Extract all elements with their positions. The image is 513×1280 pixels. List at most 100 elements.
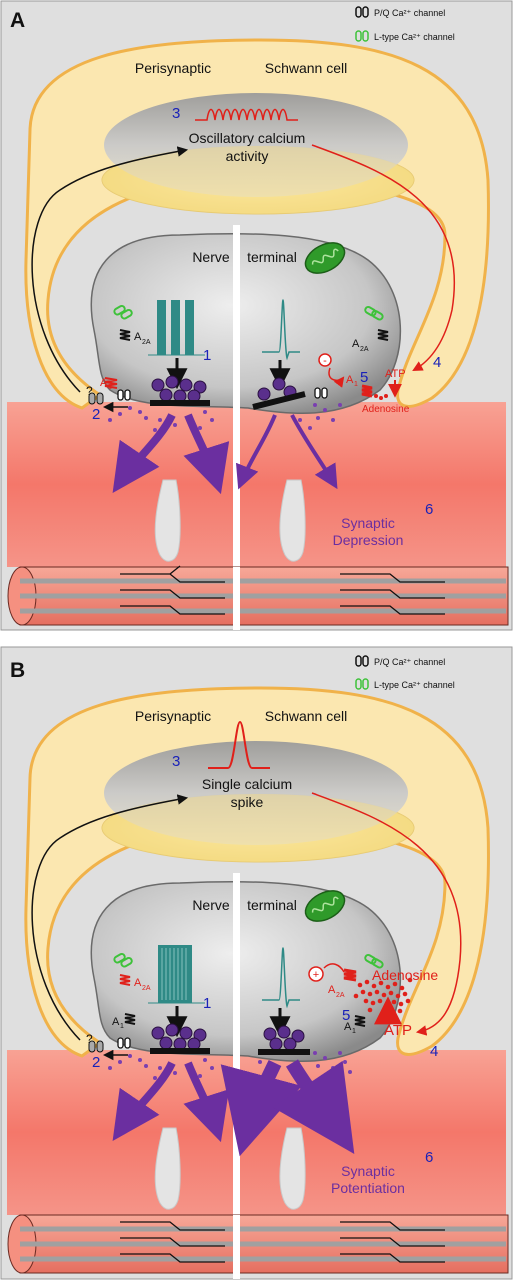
l-type-channel-left bbox=[113, 305, 133, 320]
legend-pq-label: P/Q Ca²⁺ channel bbox=[374, 8, 445, 18]
number-3-b: 3 bbox=[172, 753, 180, 770]
a1-receptor-left bbox=[104, 377, 118, 389]
a1-receptor-left-b bbox=[124, 1013, 136, 1025]
number-6-b: 6 bbox=[425, 1149, 433, 1166]
a1-label-right-b: A bbox=[344, 1021, 352, 1033]
muscle-fibril-b bbox=[7, 1214, 509, 1274]
potentiation-sign: + bbox=[313, 969, 319, 981]
outcome-line1-b: Synaptic bbox=[341, 1163, 395, 1179]
schwann-nucleus-b bbox=[104, 741, 408, 845]
a2a-receptor-right-b bbox=[343, 968, 357, 982]
atp-label-b: ATP bbox=[384, 1022, 412, 1039]
pq-channel-icon-b bbox=[355, 655, 369, 667]
a1-sub-right-b: 1 bbox=[352, 1028, 356, 1035]
oscillation-trace bbox=[195, 108, 298, 121]
mitochondria-icon-b bbox=[304, 890, 346, 922]
nerve-label-right-b: terminal bbox=[247, 897, 297, 913]
muscle-fibril bbox=[7, 565, 509, 626]
vesicles-right-b bbox=[263, 1025, 305, 1051]
release-arrow-purple-left-b bbox=[112, 1061, 176, 1141]
adenosine-label-b: Adenosine bbox=[372, 967, 438, 983]
release-arrow-purple-right bbox=[235, 414, 277, 490]
number-5-b: 5 bbox=[342, 1007, 350, 1024]
inhibition-sign: - bbox=[323, 355, 327, 367]
a2a-sub-left: 2A bbox=[142, 339, 151, 346]
muscle-fiber-b bbox=[7, 1050, 506, 1215]
pq-channel-left-b bbox=[117, 1037, 131, 1049]
junctional-fold-right bbox=[279, 479, 306, 562]
number-2-b: 2 bbox=[92, 1054, 100, 1071]
panel-b-letter: B bbox=[10, 659, 25, 682]
calcium-label-line2-b: spike bbox=[231, 794, 264, 810]
legend-pq-label-b: P/Q Ca²⁺ channel bbox=[374, 657, 445, 667]
number-3: 3 bbox=[172, 105, 180, 122]
release-arrow-purple-left2 bbox=[183, 413, 230, 495]
legend-a: P/Q Ca²⁺ channel L-type Ca²⁺ channel bbox=[355, 6, 455, 42]
divider-line bbox=[233, 225, 240, 630]
pq-channel-icon bbox=[355, 6, 369, 18]
l-type-channel-right bbox=[364, 306, 384, 321]
a2a-sub-right-b: 2A bbox=[336, 992, 345, 999]
neurotransmitter-left-b bbox=[108, 1054, 214, 1080]
question-mark-b: ? bbox=[86, 1032, 93, 1046]
neurotransmitter-right bbox=[298, 403, 342, 430]
legend-b: P/Q Ca²⁺ channel L-type Ca²⁺ channel bbox=[355, 655, 455, 690]
l-type-channel-left-b bbox=[113, 953, 133, 968]
adenosine-label: Adenosine bbox=[362, 404, 410, 415]
junctional-fold-left-b bbox=[154, 1127, 181, 1210]
number-4-b: 4 bbox=[430, 1043, 438, 1060]
a1-label-right: A bbox=[346, 374, 354, 386]
pq-channel-left bbox=[117, 389, 131, 401]
junctional-fold-left bbox=[154, 479, 181, 562]
a2a-sub-left-b: 2A bbox=[142, 985, 151, 992]
pq-channel-right bbox=[314, 387, 328, 399]
release-arrow-purple-right2-b bbox=[272, 1059, 355, 1154]
release-arrow-purple-right-b bbox=[220, 1059, 302, 1157]
action-potential-burst-icon bbox=[148, 945, 205, 1004]
schwann-label-left: Perisynaptic bbox=[135, 60, 211, 76]
feedback-arrow-black-b bbox=[31, 794, 189, 1041]
release-arrow-purple-left bbox=[112, 413, 176, 493]
calcium-label-line1-b: Single calcium bbox=[202, 776, 292, 792]
a1-sub-left-b: 1 bbox=[120, 1023, 124, 1030]
inhibition-icon bbox=[318, 353, 332, 367]
panel-a: A P/Q Ca²⁺ channel L-type Ca²⁺ channel bbox=[0, 0, 513, 631]
action-potential-train-icon bbox=[148, 300, 205, 356]
nerve-label-right: terminal bbox=[247, 249, 297, 265]
a2a-label-right: A bbox=[352, 338, 360, 350]
atp-label: ATP bbox=[385, 368, 406, 380]
calcium-label-line2: activity bbox=[226, 148, 269, 164]
release-arrow-purple-right2 bbox=[290, 414, 338, 490]
number-4: 4 bbox=[433, 354, 441, 371]
l-type-channel-right-b bbox=[364, 954, 384, 969]
potentiation-icon bbox=[308, 966, 324, 982]
single-spike-trace bbox=[208, 720, 270, 769]
a2a-receptor-left-b bbox=[119, 974, 131, 986]
legend-l-type-label: L-type Ca²⁺ channel bbox=[374, 32, 455, 42]
feedback-arrow-red-b bbox=[311, 792, 462, 1036]
feedback-arrow-black bbox=[31, 146, 189, 393]
adenosine-dots bbox=[374, 394, 388, 400]
inhibition-arrow bbox=[328, 367, 345, 388]
legend-l-type-label-b: L-type Ca²⁺ channel bbox=[374, 680, 455, 690]
a1-receptor-right bbox=[361, 384, 373, 398]
a2a-label-left-b: A bbox=[134, 977, 142, 989]
a1-label-left-b: A bbox=[112, 1016, 120, 1028]
schwann-label-right: Schwann cell bbox=[265, 60, 348, 76]
vesicles-left bbox=[151, 375, 207, 403]
receptor-channel-2 bbox=[88, 392, 104, 405]
single-spike-icon bbox=[262, 299, 300, 361]
receptor-channel-2-b bbox=[88, 1040, 104, 1053]
number-1: 1 bbox=[203, 347, 211, 364]
a2a-receptor-right bbox=[377, 329, 389, 341]
release-arrow-purple-left2-b bbox=[183, 1061, 230, 1143]
panel-b: B P/Q Ca²⁺ channel L-type Ca²⁺ channel P… bbox=[0, 646, 513, 1280]
l-type-channel-icon-b bbox=[355, 678, 369, 690]
potentiation-arrow bbox=[323, 963, 345, 973]
nerve-label-left-b: Nerve bbox=[192, 897, 230, 913]
muscle-fiber bbox=[7, 402, 506, 567]
calcium-label-line1: Oscillatory calcium bbox=[189, 130, 306, 146]
outcome-line2-b: Potentiation bbox=[331, 1180, 405, 1196]
vesicles-right bbox=[257, 377, 297, 401]
